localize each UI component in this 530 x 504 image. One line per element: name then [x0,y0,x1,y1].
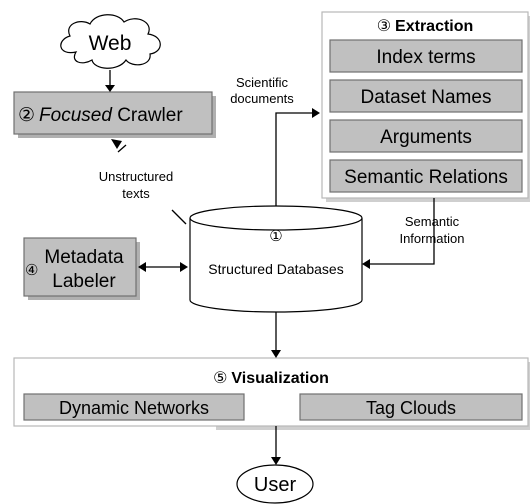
visualization-number: ⑤ [213,370,227,387]
extraction-item-index-terms: Index terms [376,47,475,68]
web-node: Web [60,14,161,69]
arrowhead-web-to-crawler [105,85,115,92]
database-label: Structured Databases [208,261,343,277]
edge-label-semantic-line1: Semantic [405,214,460,229]
database-cylinder-body [189,218,363,313]
arrowhead-visualization-to-user [271,457,281,465]
structured-databases-node: ① Structured Databases [189,205,363,313]
edge-label-scientific-line1: Scientific [236,75,289,90]
metadata-label-line1: Metadata [44,247,124,268]
visualization-item-dynamic-networks: Dynamic Networks [59,398,209,418]
edges [105,70,435,465]
extraction-title-text: Extraction [395,18,473,35]
edge-labels: Scientific documents Unstructured texts … [99,75,465,246]
edge-database-to-extraction [275,112,312,206]
crawler-label-rest: Crawler [112,105,183,126]
metadata-number: ④ [25,262,38,279]
user-ellipse [236,464,314,504]
arrowhead-to-metadata [138,262,146,272]
arrowhead-to-database [180,262,188,272]
arrowhead-extraction-to-database [362,259,370,269]
arrowhead-to-crawler [111,139,122,149]
metadata-labeler-node: ④ Metadata Labeler [23,237,140,300]
user-node: User [236,464,314,504]
user-label: User [254,474,297,496]
extraction-item-semantic-relations: Semantic Relations [344,167,508,188]
crawler-label-emphasis: Focused [39,105,113,126]
edge-label-unstructured-line2: texts [122,186,150,201]
database-number: ① [269,228,282,245]
edge-extraction-to-database [370,198,435,265]
visualization-title-text: Visualization [231,370,329,387]
metadata-label-line2: Labeler [52,271,116,292]
extraction-number: ③ [377,18,391,35]
arrowhead-database-to-extraction [312,108,320,118]
web-cloud-shape [60,14,161,69]
extraction-item-arguments: Arguments [380,127,472,148]
edge-label-semantic-line2: Information [399,231,464,246]
arrowhead-database-to-visualization [271,350,281,358]
edge-unstructured-texts [117,144,127,153]
edge-unstructured-lower [171,209,187,225]
visualization-item-tag-clouds: Tag Clouds [366,398,456,418]
database-cylinder-top [189,205,363,231]
extraction-item-dataset-names: Dataset Names [361,87,492,108]
edge-label-scientific-line2: documents [230,91,294,106]
crawler-number: ② [18,105,35,126]
web-label: Web [89,32,132,55]
edge-label-unstructured-line1: Unstructured [99,169,173,184]
